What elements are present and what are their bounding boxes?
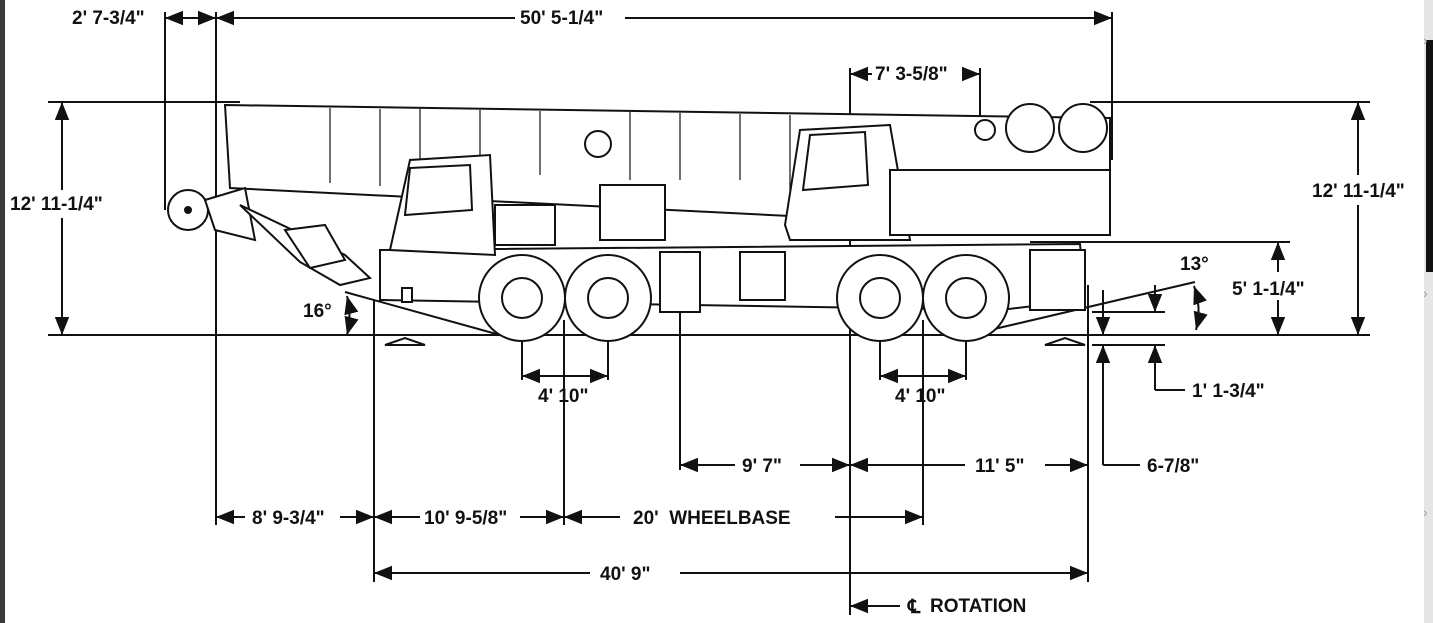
- label-wheelbase: 20' WHEELBASE: [633, 508, 791, 529]
- label-outrigger-pad: 1' 1-3/4": [1192, 381, 1265, 402]
- chevron-right-icon[interactable]: ›: [1423, 285, 1428, 301]
- winch-drum: [1058, 103, 1108, 153]
- chevron-right-icon[interactable]: ›: [1423, 32, 1428, 48]
- centerline-symbol: ℄: [907, 597, 921, 618]
- label-carrier-length: 40' 9": [600, 564, 651, 585]
- label-outrigger-to-rotation: 9' 7": [742, 456, 782, 477]
- label-height-right: 12' 11-1/4": [1312, 181, 1405, 202]
- label-departure-angle: 13°: [1180, 254, 1209, 275]
- right-scroll-handle[interactable]: [1426, 40, 1433, 272]
- label-overall-length: 50' 5-1/4": [520, 8, 603, 29]
- front-outrigger-pad: [384, 336, 426, 346]
- label-rotation: ROTATION: [930, 596, 1026, 617]
- right-side-panel: [1424, 0, 1433, 623]
- chevron-right-icon[interactable]: ›: [1423, 504, 1428, 520]
- rear-outrigger-pad: [1044, 336, 1086, 346]
- label-ground-clearance: 6-7/8": [1147, 456, 1199, 477]
- label-rotation-to-rear-outrigger: 11' 5": [975, 456, 1024, 477]
- label-front-axle-offset: 10' 9-5/8": [424, 508, 507, 529]
- label-front-overhang: 8' 9-3/4": [252, 508, 325, 529]
- winch-drum: [1005, 103, 1055, 153]
- crane-illustration: [167, 103, 1111, 346]
- label-rotation-to-rear: 7' 3-5/8": [875, 64, 948, 85]
- label-height-left: 12' 11-1/4": [10, 194, 103, 215]
- label-rear-tandem: 4' 10": [895, 386, 946, 407]
- label-front-tandem: 4' 10": [538, 386, 589, 407]
- label-boom-overhang: 2' 7-3/4": [72, 8, 145, 29]
- label-deck-height: 5' 1-1/4": [1232, 279, 1305, 300]
- wheels: [478, 254, 1010, 342]
- label-approach-angle: 16°: [303, 301, 332, 322]
- left-window-edge: [0, 0, 5, 623]
